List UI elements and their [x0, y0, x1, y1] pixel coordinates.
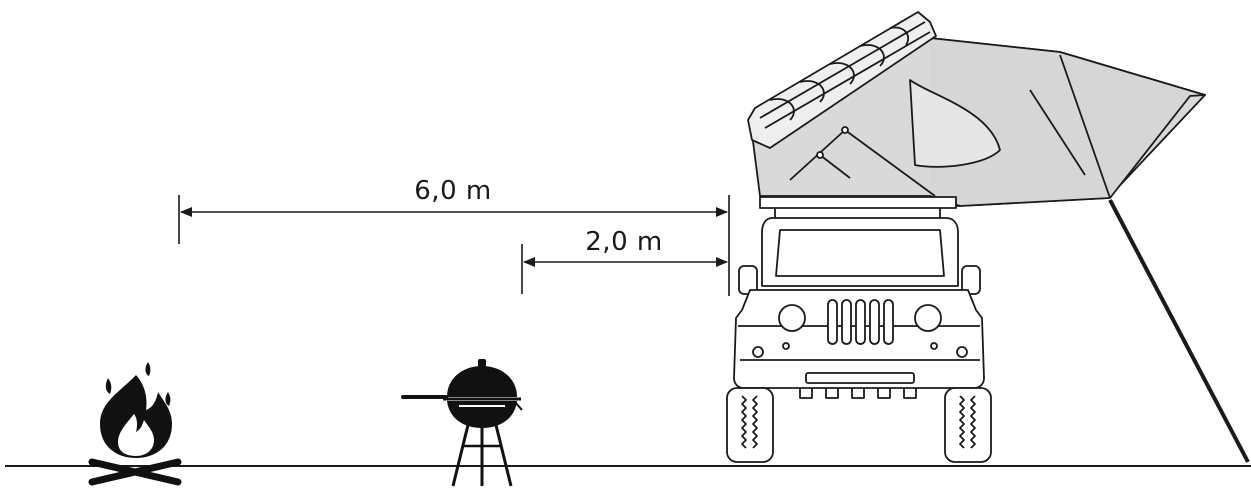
dimension-6m-label: 6,0 m — [414, 176, 491, 206]
grille — [827, 299, 894, 345]
awning-pole — [1108, 199, 1250, 463]
dimension-2m-label: 2,0 m — [585, 227, 662, 257]
awning — [929, 37, 1206, 207]
campfire-icon — [88, 362, 182, 486]
grill-icon — [401, 359, 523, 487]
headlight-right — [914, 304, 942, 332]
vehicle-with-roof-tent — [726, 11, 1250, 463]
dimension-2m: 2,0 m — [521, 227, 728, 294]
tire-right — [944, 387, 992, 463]
headlight-left — [778, 304, 806, 332]
tire-left — [726, 387, 774, 463]
dimension-6m: 6,0 m — [178, 176, 728, 244]
license-plate — [805, 372, 915, 384]
tent-shell — [747, 11, 937, 149]
tent-base — [759, 196, 957, 209]
